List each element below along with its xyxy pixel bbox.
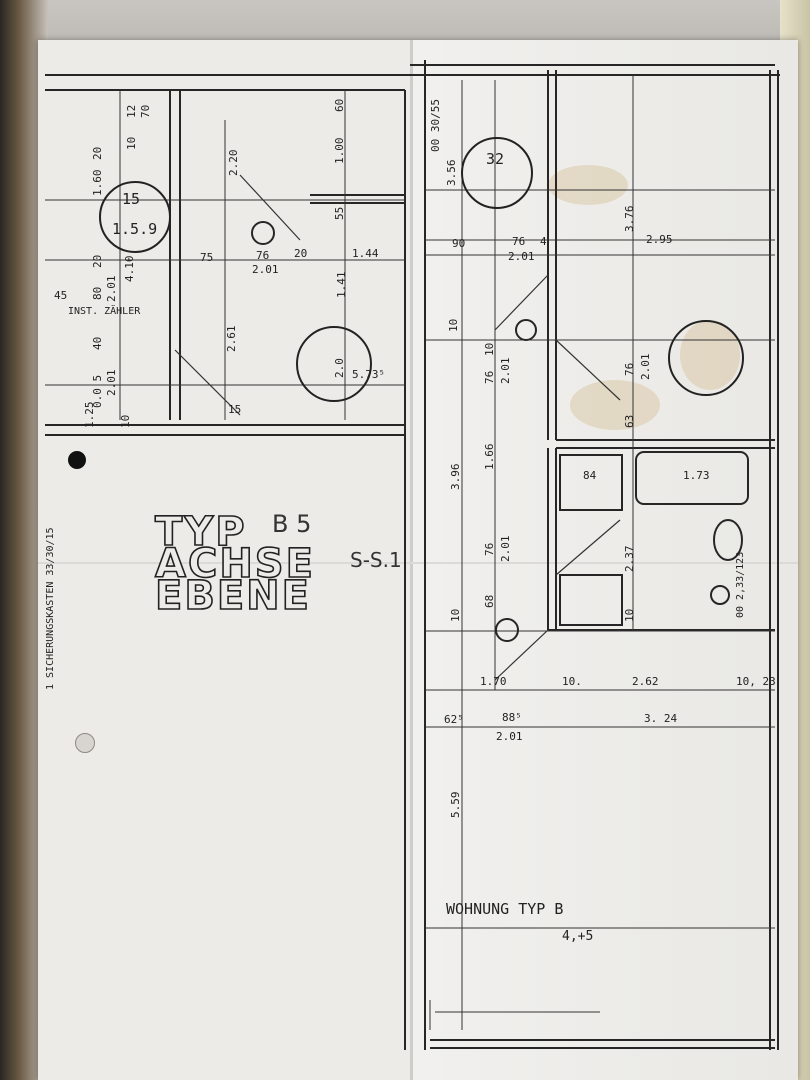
dimension-label: 3.76 bbox=[623, 205, 636, 233]
dimension-label: 10, 23 bbox=[736, 675, 776, 688]
dimension-label: 88⁵ bbox=[502, 711, 522, 724]
dimension-label: 10 bbox=[623, 608, 636, 622]
dimension-label: 55 bbox=[333, 206, 346, 220]
dimension-label: 00 30/55 bbox=[429, 99, 442, 152]
dimension-label: 2.62 bbox=[632, 675, 659, 688]
fuse-box-note: 1 SICHERUNGSKASTEN 33/30/15 bbox=[45, 527, 56, 690]
dimension-label: 2.01 bbox=[639, 353, 652, 381]
dimension-label: 2.0 bbox=[333, 358, 346, 378]
type-value: B 5 bbox=[272, 510, 312, 538]
dimension-label: 76 bbox=[483, 370, 496, 384]
dimension-label: 84 bbox=[583, 469, 597, 482]
dimension-label: 1.66 bbox=[483, 443, 496, 471]
dimension-label: 2.01 bbox=[508, 250, 535, 263]
punch-hole bbox=[75, 733, 95, 753]
dimension-label: 2.20 bbox=[227, 149, 240, 177]
dimension-label: 20 bbox=[91, 146, 104, 160]
dimension-label: 76 bbox=[256, 249, 270, 262]
level-label: EBENE bbox=[154, 573, 311, 619]
dimension-label: 5.73⁵ bbox=[352, 368, 386, 381]
dimension-label: 1.41 bbox=[335, 271, 348, 299]
dimension-label: 3. 24 bbox=[644, 712, 678, 725]
dimension-label: 76 bbox=[623, 362, 636, 376]
punch-hole bbox=[68, 451, 86, 469]
room-circle-32-number: 32 bbox=[486, 150, 505, 168]
vertical-fold-line bbox=[410, 40, 413, 1080]
dimension-label: 2.01 bbox=[105, 369, 118, 397]
dimension-label: 5.59 bbox=[449, 791, 462, 819]
dimension-label: 1.25 bbox=[83, 401, 96, 429]
dimension-label: 1.44 bbox=[352, 247, 379, 260]
room-circle-15-number: 15 bbox=[122, 190, 141, 208]
dimension-label: 80 bbox=[91, 286, 104, 300]
door-swings bbox=[174, 174, 621, 681]
axis-label: ACHSE bbox=[154, 541, 315, 587]
dimension-label: 2.01 bbox=[496, 730, 523, 743]
dimension-label: 4 bbox=[540, 235, 547, 248]
dimension-label: 2.01 bbox=[252, 263, 279, 276]
dimension-label: 20 bbox=[91, 254, 104, 268]
dimension-label: 62⁵ bbox=[444, 713, 464, 726]
room-circle-bedroom bbox=[668, 320, 744, 396]
apartment-value: 4,+5 bbox=[562, 929, 594, 944]
dimension-label: 10 bbox=[119, 414, 132, 428]
dimension-label: 10 bbox=[447, 318, 460, 332]
dimension-label: 2.95 bbox=[646, 233, 673, 246]
dimension-label: 63 bbox=[623, 414, 636, 428]
dimension-label: 76 bbox=[512, 235, 526, 248]
dimension-label: 2.37 bbox=[623, 545, 636, 573]
dimension-label: 1.70 bbox=[480, 675, 507, 688]
dimension-label: 15 bbox=[228, 403, 242, 416]
room-circle-living bbox=[296, 326, 372, 402]
dimension-label: 40 bbox=[91, 336, 104, 350]
room-circle-32 bbox=[461, 137, 533, 209]
meter-note: INST. ZÄHLER bbox=[68, 306, 141, 317]
dimension-label: 76 bbox=[483, 542, 496, 556]
type-label: TYP bbox=[154, 509, 247, 555]
dimension-label: 1.60 bbox=[91, 169, 104, 197]
dimension-label: 60 bbox=[333, 98, 346, 112]
dimension-label: 10. bbox=[562, 675, 582, 688]
stain-mark bbox=[548, 165, 628, 205]
dimension-label: 10 bbox=[483, 342, 496, 356]
dimension-label: 2.01 bbox=[499, 357, 512, 385]
dimension-label: 68 bbox=[483, 594, 496, 608]
floor-plan-sheet-right-panel bbox=[412, 40, 798, 1080]
dimension-label: 70 bbox=[139, 104, 152, 118]
dimension-label: 10 bbox=[125, 136, 138, 150]
dimension-label: 90 bbox=[452, 237, 466, 250]
stain-mark bbox=[570, 380, 660, 430]
dimension-label: 12 bbox=[125, 104, 138, 118]
dimension-label: 20 bbox=[294, 247, 308, 260]
dimension-label: 75 bbox=[200, 251, 214, 264]
horizontal-fold-line bbox=[38, 562, 798, 564]
dimension-label: 1.73 bbox=[683, 469, 710, 482]
axis-value: S-S.1 bbox=[350, 548, 402, 572]
dimension-label: 2.61 bbox=[225, 325, 238, 353]
dimension-label: 3.96 bbox=[449, 463, 462, 491]
room-circle-15-area: 1.5.9 bbox=[112, 220, 158, 238]
dimension-label: 4.10 bbox=[123, 255, 136, 283]
dimension-label: 2.01 bbox=[499, 535, 512, 563]
dimension-label: 2.01 bbox=[105, 275, 118, 303]
dimension-label: 3.56 bbox=[445, 159, 458, 187]
dimension-label: 1.00 bbox=[333, 137, 346, 165]
dimension-label: 45 bbox=[54, 289, 68, 302]
dimension-label: 10 bbox=[449, 608, 462, 622]
dimension-label: 00 2,33/123 bbox=[735, 551, 746, 618]
room-circle-15 bbox=[99, 181, 171, 253]
apartment-label: WOHNUNG TYP B bbox=[446, 900, 564, 918]
fixtures bbox=[251, 221, 749, 642]
